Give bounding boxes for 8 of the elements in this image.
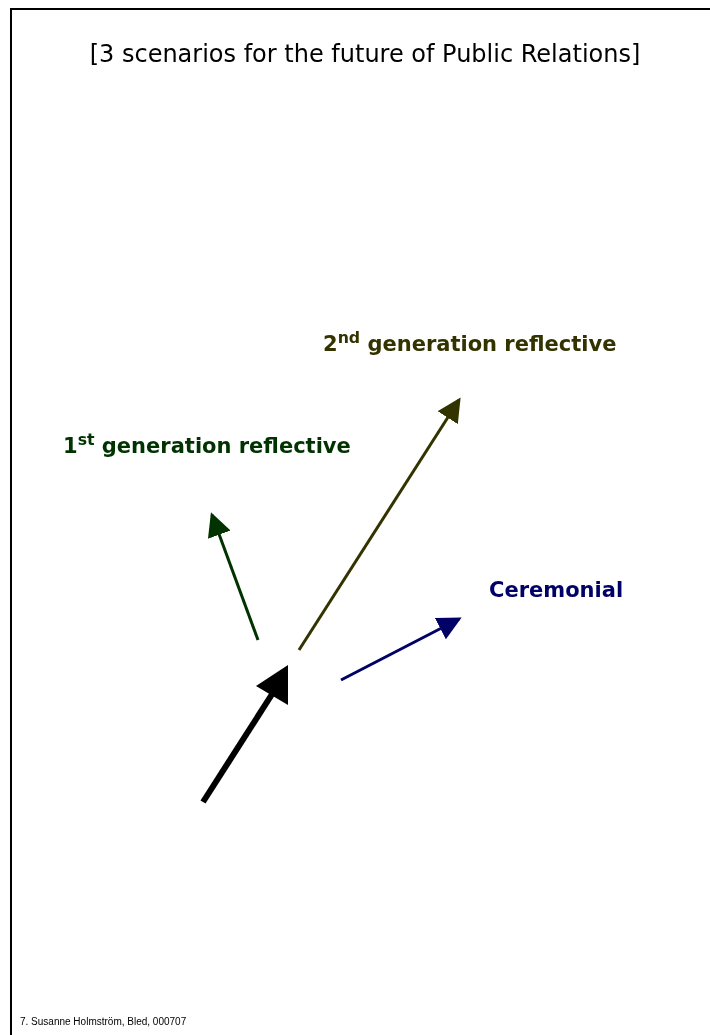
arrow — [297, 397, 461, 651]
footer-note: 7. Susanne Holmström, Bled, 000707 — [20, 1015, 187, 1029]
scenario-label: Ceremonial — [489, 577, 624, 604]
arrow — [208, 512, 260, 641]
slide-title: [3 scenarios for the future of Public Relations] — [88, 39, 642, 70]
arrow — [340, 617, 462, 682]
scenario-label: 1$^{st}$ generation reflective — [63, 431, 351, 460]
scenario-label: 2$^{nd}$ generation reflective — [323, 329, 617, 358]
